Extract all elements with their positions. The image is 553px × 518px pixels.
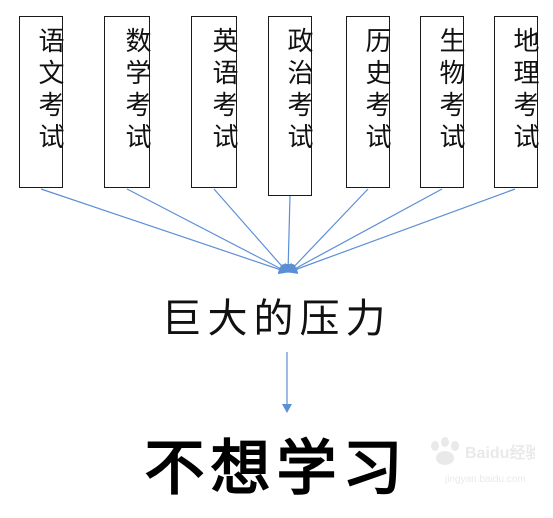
arrow-geography <box>288 188 516 274</box>
subject-box-english: 英语考试 <box>191 16 238 188</box>
watermark-subtext: jingyan.baidu.com <box>444 474 526 485</box>
arrow-chinese <box>40 188 288 275</box>
pressure-label: 巨大的压力 <box>161 296 392 342</box>
subject-box-geography: 地理考试 <box>494 16 539 188</box>
subject-label: 语文考试 <box>34 27 64 155</box>
result-label: 不想学习 <box>144 434 409 504</box>
arrow-math <box>126 188 288 273</box>
subject-label: 生物考试 <box>435 27 465 155</box>
subject-box-biology: 生物考试 <box>420 16 465 188</box>
subject-label: 英语考试 <box>208 27 238 155</box>
subject-label: 数学考试 <box>121 27 151 155</box>
subject-box-history: 历史考试 <box>346 16 391 188</box>
subject-label: 地理考试 <box>509 27 539 155</box>
subject-box-math: 数学考试 <box>104 16 151 188</box>
arrow-english <box>213 188 288 273</box>
arrow-history <box>288 188 369 273</box>
subject-box-chinese: 语文考试 <box>19 16 64 188</box>
subject-box-politics: 政治考试 <box>268 16 313 196</box>
watermark-text: Baidu经验 <box>465 443 535 462</box>
arrow-politics <box>283 195 294 273</box>
subject-label: 政治考试 <box>283 27 313 155</box>
arrow-biology <box>288 188 443 273</box>
baidu-watermark: Baidu经验 jingyan.baidu.com <box>431 437 535 485</box>
subject-label: 历史考试 <box>361 27 391 155</box>
